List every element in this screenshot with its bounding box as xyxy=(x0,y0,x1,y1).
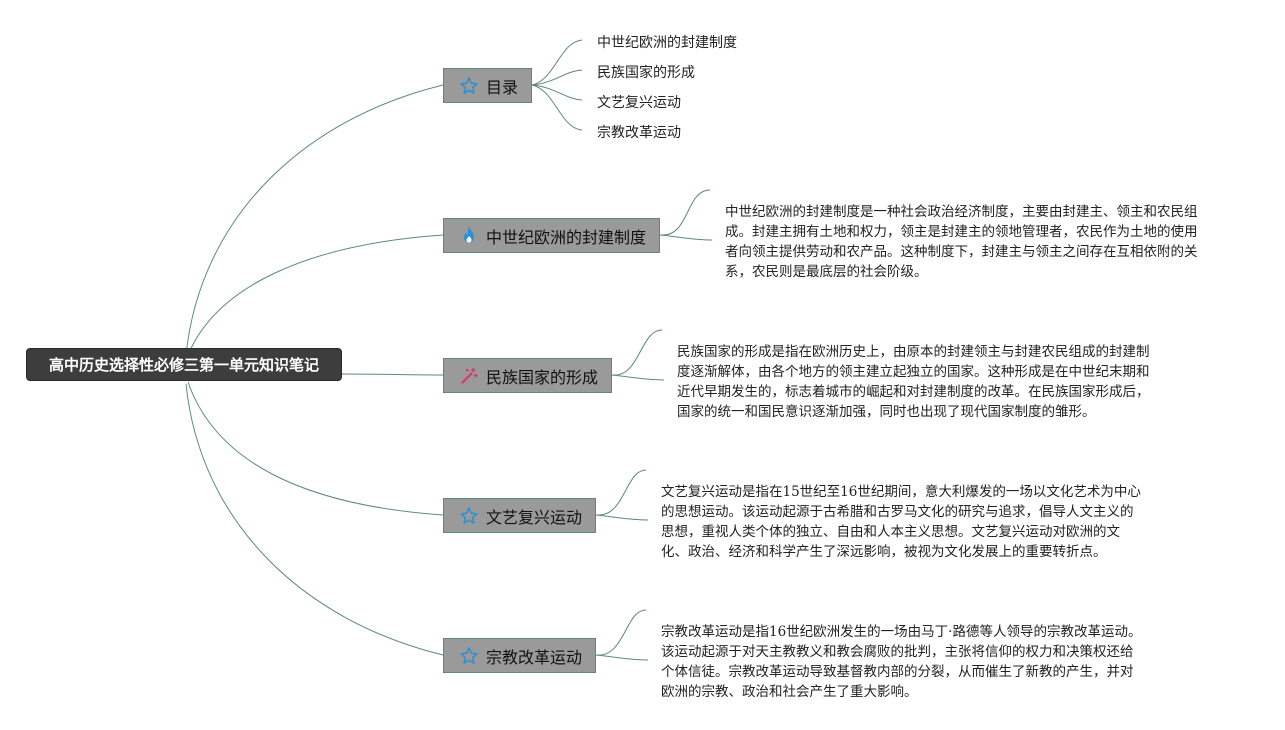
detail-line: 系，农民则是最底层的社会阶级。 xyxy=(725,264,928,280)
detail-line: 化、政治、经济和科学产生了深远影响，被视为文化发展上的重要转折点。 xyxy=(661,544,1107,560)
detail-line: 者向领主提供劳动和农产品。这种制度下，封建主与领主之间存在互相依附的关 xyxy=(725,244,1198,260)
detail-line: 度逐渐解体，由各个地方的领主建立起独立的国家。这种形成是在中世纪末期和 xyxy=(677,364,1150,380)
detail-line: 思想，重视人类个体的独立、自由和人本主义思想。文艺复兴运动对欧洲的文 xyxy=(661,524,1120,540)
detail-line: 国家的统一和国民意识逐渐加强，同时也出现了现代国家制度的雏形。 xyxy=(677,404,1096,420)
topic-label: 宗教改革运动 xyxy=(486,647,583,667)
detail-line: 个体信徒。宗教改革运动导致基督教内部的分裂，从而催生了新教的产生，并对 xyxy=(661,664,1134,680)
toc-item[interactable]: 民族国家的形成 xyxy=(597,65,695,81)
toc-item[interactable]: 文艺复兴运动 xyxy=(597,95,681,111)
detail-line: 欧洲的宗教、政治和社会产生了重大影响。 xyxy=(661,684,918,700)
detail-reformation[interactable]: 宗教改革运动是指16世纪欧洲发生的一场由马丁·路德等人领导的宗教改革运动。 该运… xyxy=(661,622,1141,702)
topic-feudal-system[interactable]: 中世纪欧洲的封建制度 xyxy=(443,218,660,253)
detail-line: 宗教改革运动是指16世纪欧洲发生的一场由马丁·路德等人领导的宗教改革运动。 xyxy=(661,624,1142,640)
detail-line: 民族国家的形成是指在欧洲历史上，由原本的封建领主与封建农民组成的封建制 xyxy=(677,344,1150,360)
detail-feudal-system[interactable]: 中世纪欧洲的封建制度是一种社会政治经济制度，主要由封建主、领主和农民组 成。封建… xyxy=(725,202,1198,282)
detail-line: 中世纪欧洲的封建制度是一种社会政治经济制度，主要由封建主、领主和农民组 xyxy=(725,204,1198,220)
detail-line: 该运动起源于对天主教教义和教会腐败的批判，主张将信仰的权力和决策权还给 xyxy=(661,644,1134,660)
detail-line: 近代早期发生的，标志着城市的崛起和对封建制度的改革。在民族国家形成后， xyxy=(677,384,1150,400)
magic-wand-icon xyxy=(458,365,480,387)
toc-item[interactable]: 宗教改革运动 xyxy=(597,125,681,141)
topic-label: 民族国家的形成 xyxy=(486,367,599,387)
topic-label: 中世纪欧洲的封建制度 xyxy=(486,227,647,247)
detail-line: 的思想运动。该运动起源于古希腊和古罗马文化的研究与追求，倡导人文主义的 xyxy=(661,504,1134,520)
detail-nation-state[interactable]: 民族国家的形成是指在欧洲历史上，由原本的封建领主与封建农民组成的封建制 度逐渐解… xyxy=(677,342,1150,422)
topic-label: 文艺复兴运动 xyxy=(486,507,583,527)
toc-item[interactable]: 中世纪欧洲的封建制度 xyxy=(597,35,737,51)
topic-reformation[interactable]: 宗教改革运动 xyxy=(443,638,596,673)
star-icon xyxy=(458,505,480,527)
topic-renaissance[interactable]: 文艺复兴运动 xyxy=(443,498,596,533)
detail-line: 文艺复兴运动是指在15世纪至16世纪期间，意大利爆发的一场以文化艺术为中心 xyxy=(661,484,1141,500)
root-topic[interactable]: 高中历史选择性必修三第一单元知识笔记 xyxy=(26,348,342,381)
topic-label: 目录 xyxy=(486,77,519,97)
topic-toc[interactable]: 目录 xyxy=(443,68,532,103)
detail-renaissance[interactable]: 文艺复兴运动是指在15世纪至16世纪期间，意大利爆发的一场以文化艺术为中心 的思… xyxy=(661,482,1141,562)
star-icon xyxy=(458,75,480,97)
detail-line: 成。封建主拥有土地和权力，领主是封建主的领地管理者，农民作为土地的使用 xyxy=(725,224,1198,240)
flame-icon xyxy=(458,225,480,247)
root-title: 高中历史选择性必修三第一单元知识笔记 xyxy=(48,356,319,374)
topic-nation-state[interactable]: 民族国家的形成 xyxy=(443,358,612,393)
star-icon xyxy=(458,645,480,667)
